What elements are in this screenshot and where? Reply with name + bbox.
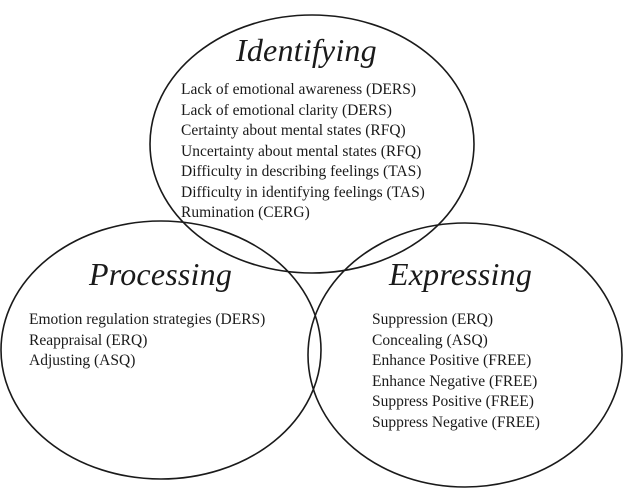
list-item: Lack of emotional awareness (DERS) — [181, 81, 417, 98]
identifying-circle — [149, 14, 475, 274]
list-item: Enhance Positive (FREE) — [372, 352, 532, 369]
list-item: Difficulty in identifying feelings (TAS) — [181, 183, 425, 201]
expressing-item-list: Suppression (ERQ) Concealing (ASQ) Enhan… — [372, 310, 540, 433]
list-item: Uncertainty about mental states (RFQ) — [181, 142, 422, 160]
expressing-circle — [307, 222, 623, 488]
list-item: Reappraisal (ERQ) — [29, 331, 148, 349]
processing-item-list: Emotion regulation strategies (DERS) Rea… — [29, 310, 265, 372]
list-item: Enhance Negative (FREE) — [372, 372, 538, 390]
list-item: Rumination (CERG) — [181, 204, 310, 221]
list-item: Certainty about mental states (RFQ) — [181, 122, 406, 139]
list-item: Suppression (ERQ) — [372, 311, 493, 328]
list-item: Emotion regulation strategies (DERS) — [29, 311, 266, 328]
list-item: Suppress Negative (FREE) — [372, 413, 540, 431]
list-item: Concealing (ASQ) — [372, 331, 488, 349]
processing-title: Processing — [89, 256, 233, 292]
list-item: Difficulty in describing feelings (TAS) — [181, 163, 422, 180]
identifying-title: Identifying — [236, 32, 377, 68]
list-item: Suppress Positive (FREE) — [372, 393, 534, 410]
processing-circle — [0, 220, 322, 480]
list-item: Adjusting (ASQ) — [29, 352, 136, 369]
expressing-title: Expressing — [389, 256, 533, 292]
identifying-item-list: Lack of emotional awareness (DERS) Lack … — [181, 80, 425, 224]
list-item: Lack of emotional clarity (DERS) — [181, 101, 392, 119]
